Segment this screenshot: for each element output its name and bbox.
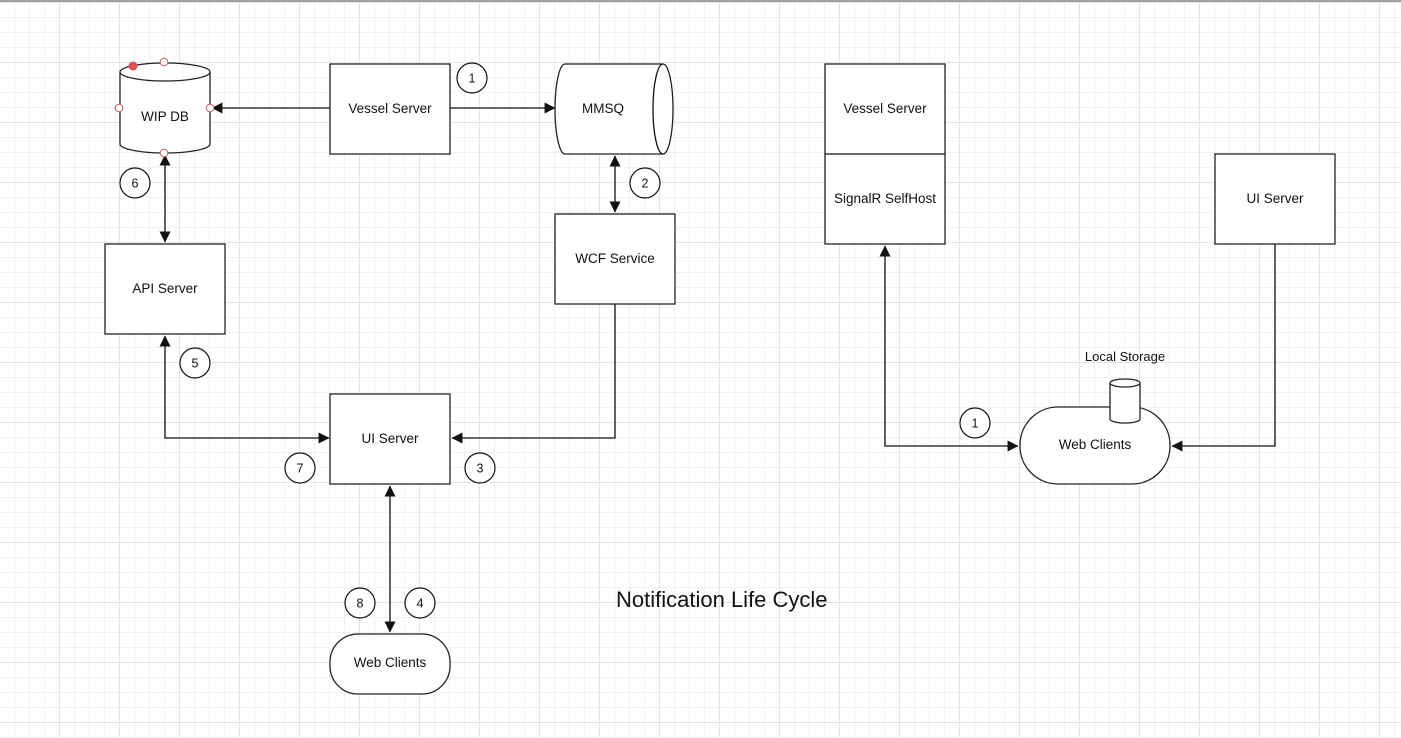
edge-uiserver-to-webclients[interactable]: [1171, 244, 1276, 452]
signalr-selfhost-label: SignalR SelfHost: [834, 191, 936, 206]
vessel-server-signalr-node[interactable]: Vessel Server SignalR SelfHost: [824, 63, 946, 245]
step-6-label: 6: [132, 177, 139, 191]
step-1-label: 1: [469, 72, 476, 86]
wip-db-node[interactable]: WIP DB: [119, 62, 211, 154]
wip-db-label: WIP DB: [141, 109, 189, 124]
right-ui-server-node[interactable]: UI Server: [1214, 153, 1336, 245]
right-web-clients-label: Web Clients: [1059, 437, 1132, 452]
step-2-label: 2: [642, 177, 649, 191]
right-vessel-server-label: Vessel Server: [843, 101, 927, 116]
right-ui-server-label: UI Server: [1246, 191, 1304, 206]
ui-server-node[interactable]: UI Server: [329, 393, 451, 485]
step-5-label: 5: [192, 357, 199, 371]
wcf-service-node[interactable]: WCF Service: [554, 213, 676, 305]
step-8-label: 8: [357, 597, 364, 611]
step-6[interactable]: 6: [119, 167, 151, 199]
right-step-1-label: 1: [972, 417, 979, 431]
diagram-title: Notification Life Cycle: [616, 587, 828, 612]
edge-wcf-to-ui[interactable]: [451, 304, 616, 444]
edge-api-ui[interactable]: [159, 335, 330, 444]
mmsq-node[interactable]: MMSQ: [554, 63, 674, 155]
web-clients-node[interactable]: Web Clients: [329, 633, 451, 695]
step-4[interactable]: 4: [404, 587, 436, 619]
local-storage-label: Local Storage: [1085, 349, 1165, 364]
local-storage-node[interactable]: Local Storage: [1085, 349, 1165, 424]
selection-handle[interactable]: [205, 103, 215, 113]
web-clients-label: Web Clients: [354, 655, 427, 670]
step-8[interactable]: 8: [344, 587, 376, 619]
step-7-label: 7: [297, 462, 304, 476]
step-5[interactable]: 5: [179, 347, 211, 379]
step-4-label: 4: [417, 597, 424, 611]
api-server-node[interactable]: API Server: [104, 243, 226, 335]
selection-handles[interactable]: [114, 57, 215, 158]
selection-handle[interactable]: [159, 148, 169, 158]
selection-handle[interactable]: [114, 103, 124, 113]
step-3-label: 3: [477, 462, 484, 476]
ui-server-label: UI Server: [361, 431, 419, 446]
mmsq-label: MMSQ: [582, 101, 624, 116]
wcf-service-label: WCF Service: [575, 251, 655, 266]
step-2[interactable]: 2: [629, 167, 661, 199]
selection-handle[interactable]: [159, 57, 169, 67]
vessel-server-label: Vessel Server: [348, 101, 432, 116]
vessel-server-node[interactable]: Vessel Server: [329, 63, 451, 155]
step-1[interactable]: 1: [456, 62, 488, 94]
selection-handle[interactable]: [128, 61, 138, 71]
edge-signalr-webclients[interactable]: [879, 245, 1019, 452]
step-3[interactable]: 3: [464, 452, 496, 484]
step-7[interactable]: 7: [284, 452, 316, 484]
api-server-label: API Server: [132, 281, 198, 296]
right-web-clients-node[interactable]: Web Clients: [1019, 406, 1171, 485]
right-step-1[interactable]: 1: [959, 407, 991, 439]
